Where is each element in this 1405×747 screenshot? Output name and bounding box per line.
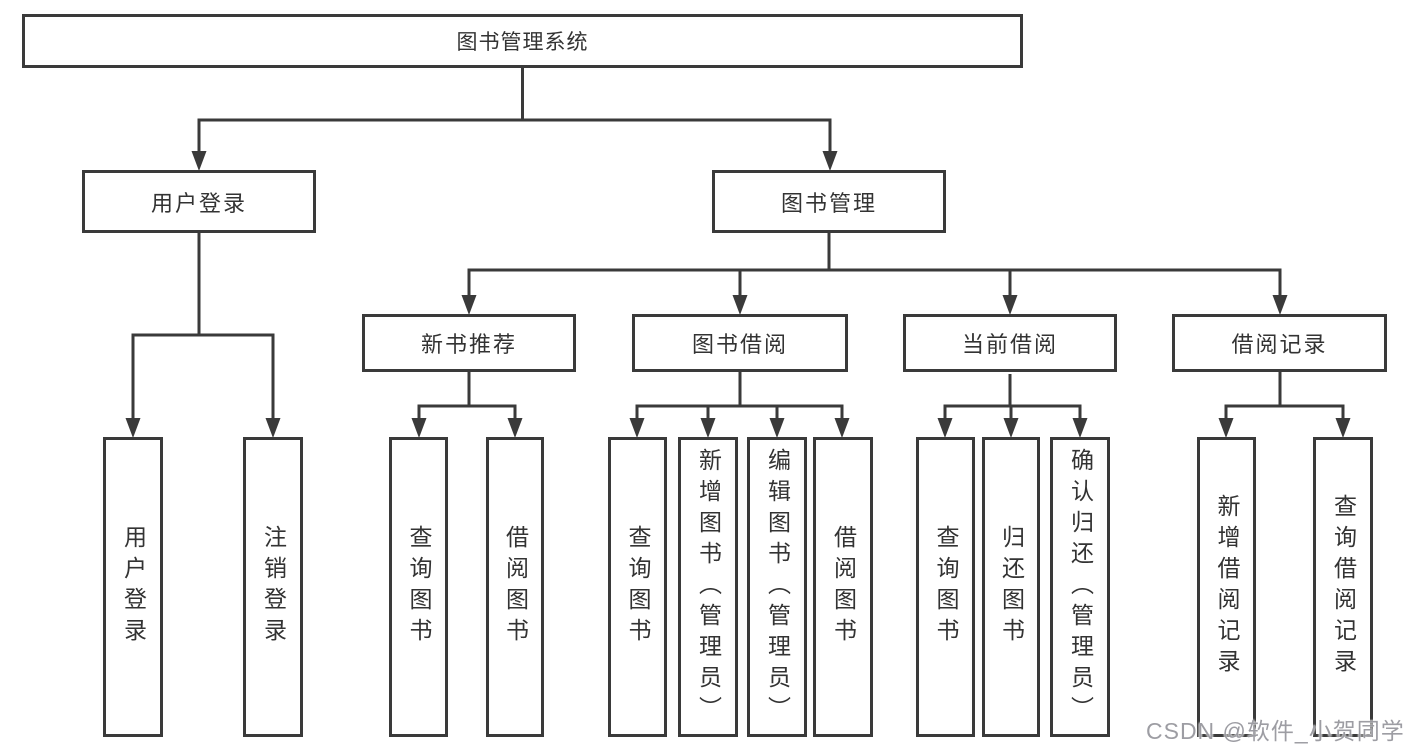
- leaf-query-books-current-label: 查询图书: [933, 525, 959, 649]
- node-user-login-label: 用户登录: [150, 190, 247, 216]
- leaf-query-borrow-record-label: 查询借阅记录: [1330, 494, 1357, 680]
- node-user-login: 用户登录: [82, 170, 316, 233]
- leaf-return-books-label: 归还图书: [998, 525, 1025, 649]
- node-borrowing-records-label: 借阅记录: [1231, 332, 1328, 357]
- leaf-add-book-admin-label: 新增图书（管理员）: [695, 447, 722, 727]
- node-book-borrowing: 图书借阅: [632, 314, 848, 372]
- leaf-borrow-books-borrowing: 借阅图书: [813, 437, 873, 737]
- leaf-edit-book-admin-label: 编辑图书（管理员）: [764, 447, 791, 727]
- leaf-query-books-borrowing: 查询图书: [608, 437, 667, 737]
- leaf-user-login: 用户登录: [103, 437, 163, 737]
- node-borrowing-records: 借阅记录: [1172, 314, 1387, 372]
- leaf-borrow-books-borrowing-label: 借阅图书: [830, 525, 857, 649]
- leaf-logout-label: 注销登录: [260, 525, 287, 649]
- leaf-query-borrow-record: 查询借阅记录: [1313, 437, 1373, 737]
- node-new-book-recommend: 新书推荐: [362, 314, 576, 372]
- leaf-query-books-recommend: 查询图书: [389, 437, 448, 737]
- node-current-borrowing-label: 当前借阅: [961, 332, 1058, 357]
- leaf-query-books-borrowing-label: 查询图书: [625, 525, 651, 649]
- node-book-management: 图书管理: [712, 170, 946, 233]
- leaf-add-borrow-record-label: 新增借阅记录: [1214, 494, 1240, 680]
- leaf-return-books: 归还图书: [982, 437, 1040, 737]
- node-new-book-recommend-label: 新书推荐: [420, 332, 517, 357]
- node-root: 图书管理系统: [22, 14, 1023, 68]
- leaf-add-borrow-record: 新增借阅记录: [1197, 437, 1256, 737]
- leaf-borrow-books-recommend-label: 借阅图书: [502, 525, 529, 649]
- node-root-label: 图书管理系统: [456, 31, 589, 54]
- leaf-add-book-admin: 新增图书（管理员）: [678, 437, 738, 737]
- leaf-borrow-books-recommend: 借阅图书: [486, 437, 544, 737]
- leaf-user-login-label: 用户登录: [120, 525, 147, 649]
- node-book-borrowing-label: 图书借阅: [691, 332, 788, 357]
- leaf-edit-book-admin: 编辑图书（管理员）: [747, 437, 807, 737]
- leaf-logout: 注销登录: [243, 437, 303, 737]
- csdn-watermark: CSDN @软件_小贺同学: [1146, 718, 1405, 744]
- leaf-query-books-recommend-label: 查询图书: [406, 525, 432, 649]
- leaf-query-books-current: 查询图书: [916, 437, 975, 737]
- leaf-confirm-return-admin: 确认归还（管理员）: [1050, 437, 1110, 737]
- node-book-management-label: 图书管理: [780, 190, 877, 216]
- leaf-confirm-return-admin-label: 确认归还（管理员）: [1067, 447, 1094, 727]
- node-current-borrowing: 当前借阅: [903, 314, 1117, 372]
